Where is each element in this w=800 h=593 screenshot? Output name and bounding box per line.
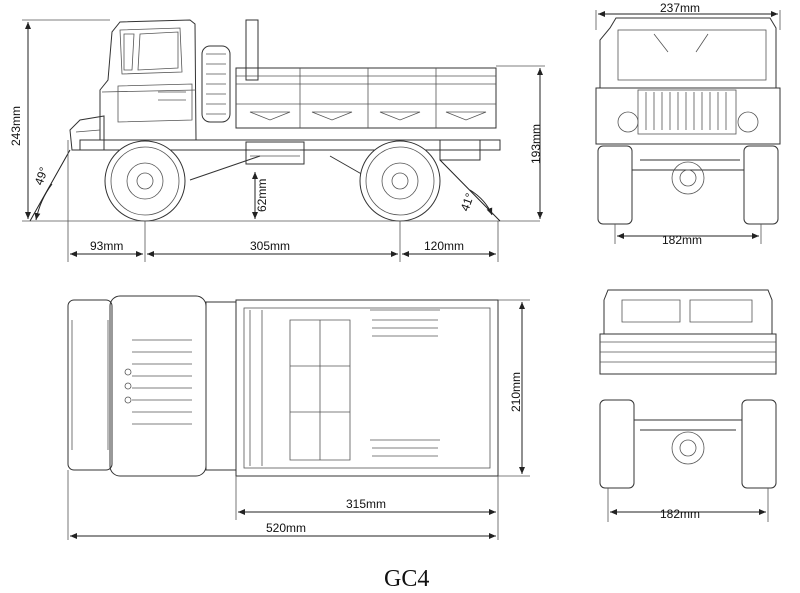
wheelbase-label: 305mm <box>250 239 290 253</box>
cab-height-label: 193mm <box>529 124 543 164</box>
rear-overhang-label: 120mm <box>424 239 464 253</box>
approach-angle-label: 49° <box>32 165 51 187</box>
departure-angle-label: 41° <box>458 191 477 213</box>
front-track-label: 182mm <box>662 233 702 247</box>
front-wheel <box>104 140 186 222</box>
bed-width-label: 210mm <box>509 372 523 412</box>
bed-length-label: 315mm <box>346 497 386 511</box>
front-width-label: 237mm <box>660 1 700 15</box>
clearance-label: 62mm <box>255 179 269 212</box>
total-length-label: 520mm <box>266 521 306 535</box>
front-view: 237mm 182mm <box>595 1 781 247</box>
height-label: 243mm <box>9 106 23 146</box>
rear-wheel <box>359 140 441 222</box>
rear-track-label: 182mm <box>660 507 700 521</box>
model-title: GC4 <box>384 566 429 592</box>
top-view: 210mm 315mm 520mm <box>67 295 530 540</box>
side-view: 243mm 193mm 62mm 49° 41° 93mm 305mm 120m… <box>9 19 545 262</box>
front-overhang-label: 93mm <box>90 239 123 253</box>
rear-view: 182mm <box>599 289 777 522</box>
